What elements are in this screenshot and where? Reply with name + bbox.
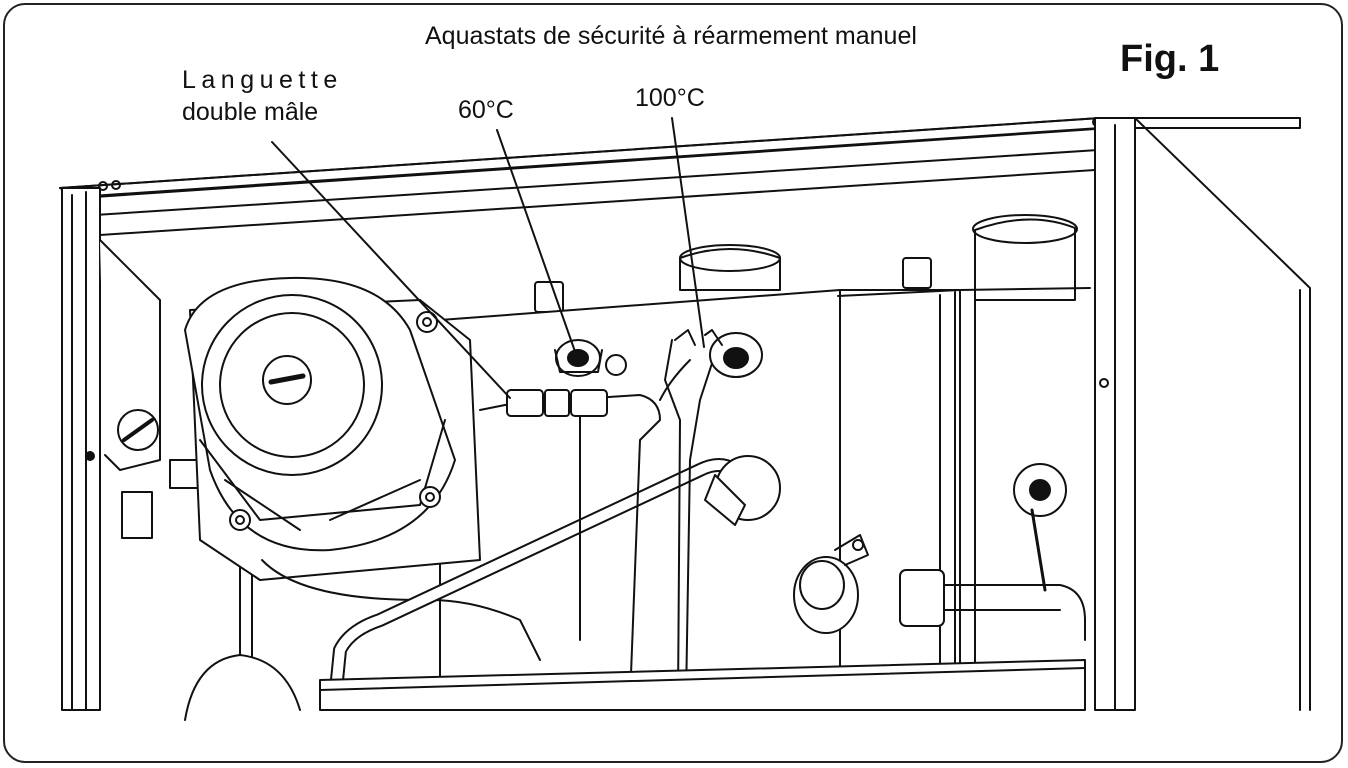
casing-right-side [1094,117,1311,711]
background-cylinders [534,214,1078,313]
figure-number-label: Fig. 1 [1120,38,1220,80]
leader-100c [671,117,705,348]
lower-tray [319,659,1086,711]
casing-left-post [61,187,101,711]
callout-tab-connector-line2: double mâle [182,98,319,126]
figure-title: Aquastats de sécurité à réarmement manue… [425,22,917,50]
mounting-bracket [99,239,211,539]
right-fitting [1013,463,1067,592]
leader-lines [271,117,705,399]
callout-thermostat-100: 100°C [635,84,705,112]
circulator-pump [184,276,541,661]
air-vent [793,534,1086,641]
aquastat-100c [674,329,763,378]
callout-tab-connector-line1: Languette [182,66,343,94]
lower-left-fitting [184,654,301,721]
leader-languette [271,141,511,399]
pipe-union [704,455,781,526]
callout-thermostat-60: 60°C [458,96,514,124]
leader-60c [496,129,579,361]
double-male-tab-connector [506,389,608,417]
